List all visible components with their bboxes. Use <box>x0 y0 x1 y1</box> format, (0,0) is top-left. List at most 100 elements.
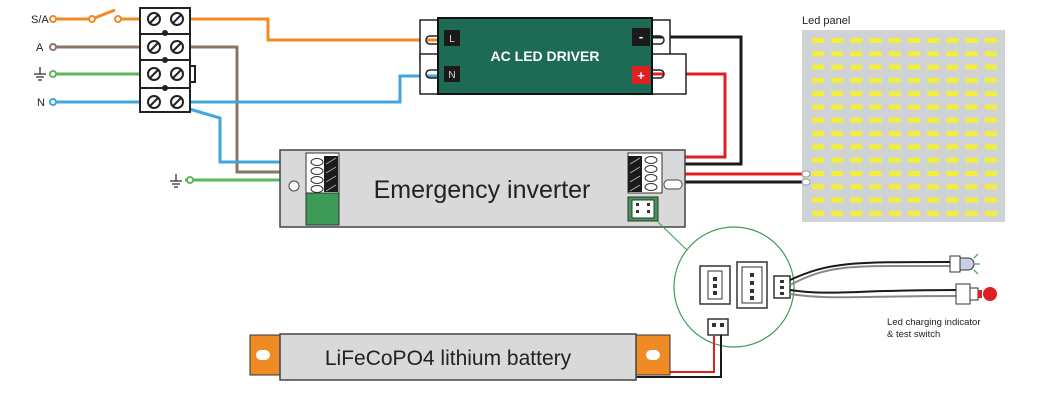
led-chip <box>850 131 863 137</box>
switch-contact-right <box>114 15 122 23</box>
led-chip <box>965 144 978 150</box>
led-chip <box>927 144 940 150</box>
led-chip <box>965 77 978 83</box>
driver-l-label: L <box>449 34 455 45</box>
input-terminals <box>49 15 122 106</box>
led-chip <box>946 117 959 123</box>
led-chip <box>831 77 844 83</box>
emergency-inverter: Emergency inverter <box>279 149 686 228</box>
led-chip <box>850 144 863 150</box>
led-chip <box>927 104 940 110</box>
driver-terminal-n <box>444 66 460 82</box>
led-chip <box>984 210 997 216</box>
led-chip <box>946 171 959 176</box>
led-chip <box>927 91 940 97</box>
led-chip <box>984 77 997 83</box>
led-chip <box>850 64 863 70</box>
led-chip <box>888 157 901 163</box>
led-chip <box>888 184 901 190</box>
terminal-sa <box>49 15 57 23</box>
led-chip <box>888 171 901 176</box>
ground-symbol-icon <box>34 67 46 81</box>
led-chip <box>869 184 882 190</box>
switch-contact-left <box>88 15 96 23</box>
test-switch-icon <box>955 283 997 305</box>
led-chip <box>831 197 844 203</box>
led-chip <box>831 38 844 43</box>
led-chip <box>850 51 863 57</box>
driver-title: AC LED DRIVER <box>491 48 600 64</box>
inverter-title: Emergency inverter <box>374 176 591 204</box>
led-chip <box>927 157 940 163</box>
led-chip <box>831 184 844 190</box>
led-chip <box>965 210 978 216</box>
led-chip <box>927 64 940 70</box>
panel-title: Led panel <box>802 15 850 27</box>
led-chip <box>927 131 940 137</box>
led-chip <box>908 117 920 123</box>
detail-leader-line <box>657 221 691 254</box>
led-chip <box>946 210 959 216</box>
led-chip <box>812 197 824 203</box>
led-chip <box>869 104 882 110</box>
wire-driver-plus-red <box>652 72 727 159</box>
lithium-battery: LiFeCoPO4 lithium battery <box>249 333 671 381</box>
led-chip <box>946 184 959 190</box>
led-chip <box>869 64 882 70</box>
led-chip <box>965 157 978 163</box>
led-chip <box>946 64 959 70</box>
led-chip <box>927 77 940 83</box>
inverter-hole-left <box>288 180 300 192</box>
led-chip <box>888 91 901 97</box>
indicator-label-line2: & test switch <box>887 329 940 340</box>
led-chip <box>812 117 824 123</box>
terminal-ground <box>49 70 57 78</box>
led-chip <box>850 197 863 203</box>
led-chip <box>812 91 824 97</box>
led-chip <box>850 157 863 163</box>
indicator-label-line1: Led charging indicator <box>887 317 980 328</box>
led-chip <box>908 38 920 43</box>
led-chip <box>984 144 997 150</box>
led-chip <box>908 197 920 203</box>
led-chip <box>965 64 978 70</box>
led-chip <box>831 171 844 176</box>
led-chip <box>965 197 978 203</box>
led-chip <box>869 144 882 150</box>
driver-plus-label: + <box>637 68 645 83</box>
led-chip <box>965 91 978 97</box>
led-chip <box>812 184 824 190</box>
led-chip <box>984 38 997 43</box>
led-chip <box>888 210 901 216</box>
led-chip <box>908 157 920 163</box>
led-chip <box>946 197 959 203</box>
led-chip <box>984 51 997 57</box>
led-chip <box>812 38 824 43</box>
led-chip <box>965 38 978 43</box>
led-chip <box>946 38 959 43</box>
led-chip <box>984 104 997 110</box>
led-chip <box>946 104 959 110</box>
led-chip <box>850 171 863 176</box>
led-chip <box>965 104 978 110</box>
led-chip <box>850 77 863 83</box>
led-chip <box>869 171 882 176</box>
led-chip <box>908 64 920 70</box>
led-chip <box>946 131 959 137</box>
led-chip <box>927 38 940 43</box>
indicator-wires <box>789 261 959 299</box>
led-chip <box>831 117 844 123</box>
inverter-ground-terminal <box>186 176 194 184</box>
led-grid <box>812 38 997 216</box>
label-sa: S/A <box>31 14 49 26</box>
led-chip <box>908 144 920 150</box>
led-chip <box>869 210 882 216</box>
label-a: A <box>36 42 44 54</box>
led-chip <box>984 184 997 190</box>
led-chip <box>927 184 940 190</box>
led-chip <box>965 184 978 190</box>
wire-n-blue <box>56 74 438 164</box>
led-chip <box>831 91 844 97</box>
led-chip <box>888 131 901 137</box>
led-chip <box>812 77 824 83</box>
